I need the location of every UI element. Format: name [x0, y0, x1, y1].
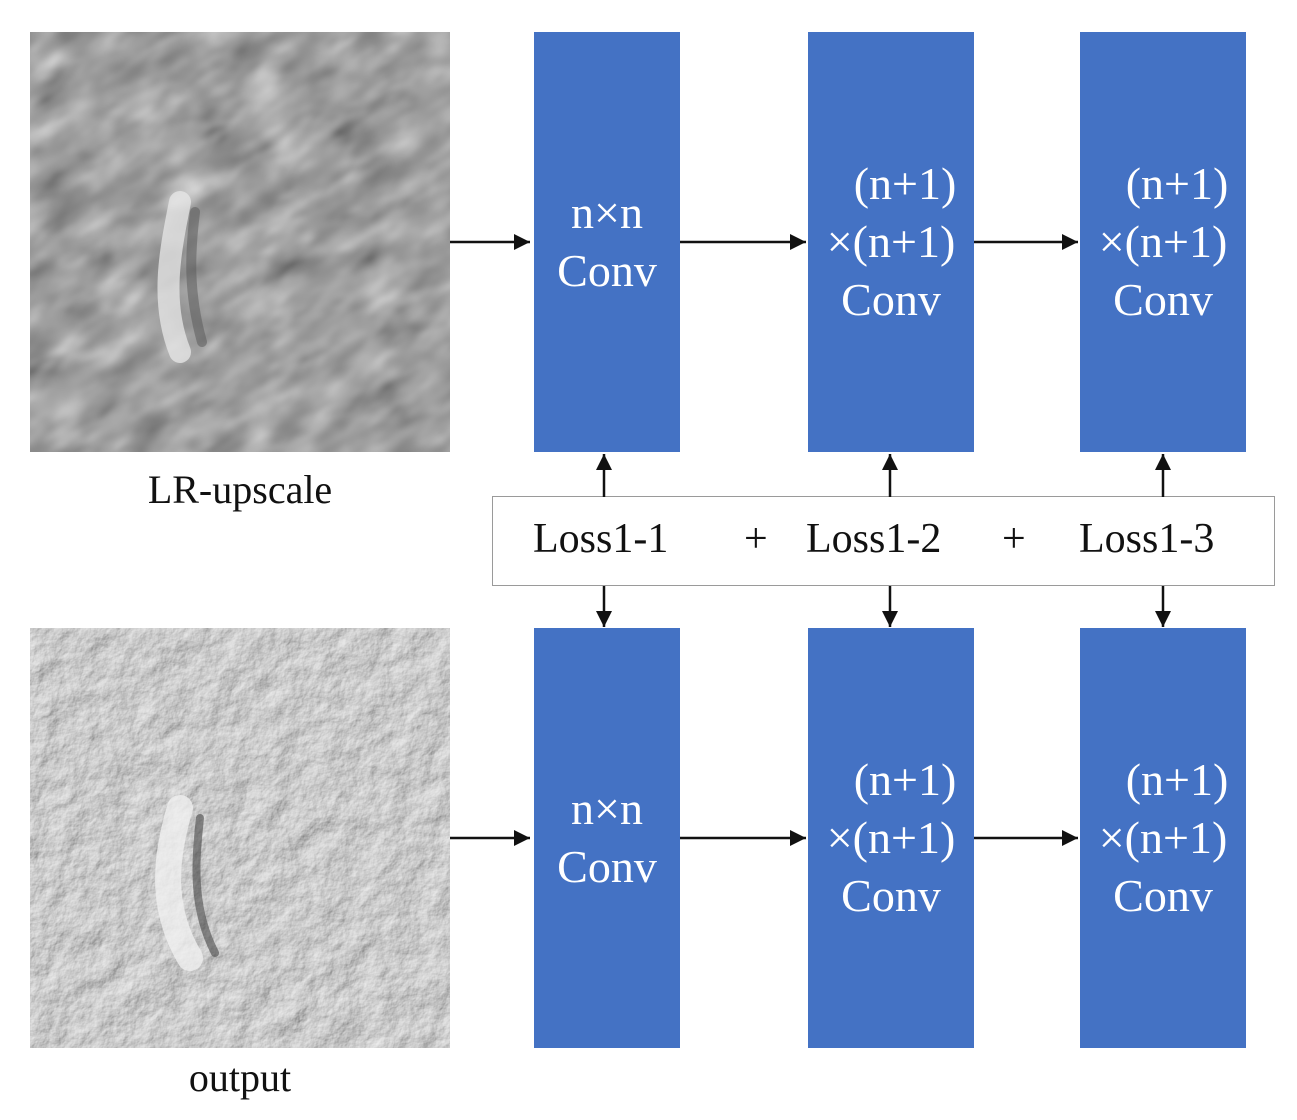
top-conv-block-1: n×n Conv	[534, 32, 680, 452]
conv-label-line2: ×(n+1)	[826, 812, 956, 863]
conv-label-line3: Conv	[1113, 274, 1213, 325]
bottom-conv-block-2: (n+1) ×(n+1) Conv	[808, 628, 974, 1048]
lr-upscale-caption: LR-upscale	[147, 467, 333, 512]
conv-label-line1: (n+1)	[1125, 754, 1229, 805]
output-caption: output	[188, 1055, 292, 1100]
conv-label-line2: ×(n+1)	[1098, 812, 1228, 863]
conv-label-line1: (n+1)	[853, 158, 957, 209]
loss-term-2: Loss1-2	[806, 516, 942, 562]
loss-box	[492, 496, 1275, 586]
conv-label-line2: Conv	[557, 841, 657, 892]
loss-term-3: Loss1-3	[1079, 516, 1215, 562]
conv-label-line2: ×(n+1)	[1098, 216, 1228, 267]
conv-label-line3: Conv	[841, 870, 941, 921]
conv-label-line1: (n+1)	[853, 754, 957, 805]
conv-label-line1: (n+1)	[1125, 158, 1229, 209]
loss-plus-2: +	[1002, 516, 1026, 562]
loss-plus-1: +	[744, 516, 768, 562]
conv-label-line2: ×(n+1)	[826, 216, 956, 267]
output-image	[30, 628, 450, 1048]
conv-label-line3: Conv	[1113, 870, 1213, 921]
bottom-conv-block-1: n×n Conv	[534, 628, 680, 1048]
lr-upscale-image	[30, 32, 450, 452]
loss-term-1: Loss1-1	[533, 516, 669, 562]
conv-label-line3: Conv	[841, 274, 941, 325]
conv-label-line2: Conv	[557, 245, 657, 296]
conv-label-line1: n×n	[571, 187, 643, 238]
top-conv-block-3: (n+1) ×(n+1) Conv	[1080, 32, 1246, 452]
bottom-conv-block-3: (n+1) ×(n+1) Conv	[1080, 628, 1246, 1048]
conv-label-line1: n×n	[571, 783, 643, 834]
top-conv-block-2: (n+1) ×(n+1) Conv	[808, 32, 974, 452]
